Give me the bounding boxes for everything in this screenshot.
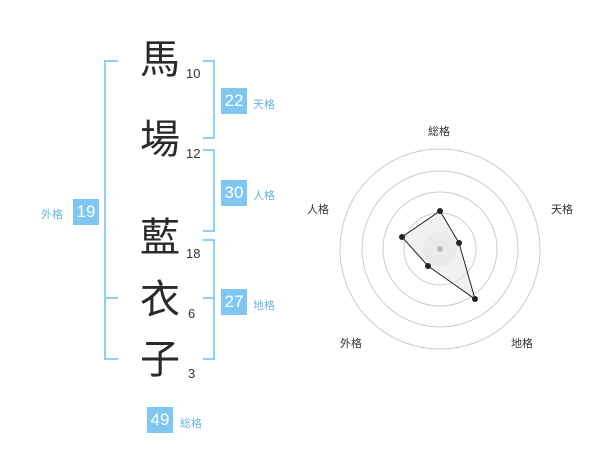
radar-label-soukaku: 総格 xyxy=(428,125,450,138)
gaikaku-bracket xyxy=(104,60,118,360)
radar-ring-3 xyxy=(361,170,519,328)
radar-point-chikaku xyxy=(472,296,478,302)
stroke-count-2: 12 xyxy=(186,146,201,161)
tenkaku-bracket xyxy=(203,60,215,139)
tenkaku-label: 天格 xyxy=(253,98,275,111)
radar-label-chikaku: 地格 xyxy=(511,337,533,350)
radar-point-soukaku xyxy=(437,208,443,214)
name-char-4: 衣 xyxy=(140,277,180,323)
radar-point-jinkaku xyxy=(399,234,405,240)
chikaku-bracket xyxy=(203,239,215,360)
chikaku-badge: 27 xyxy=(221,289,247,315)
radar-shape xyxy=(401,210,476,301)
radar-center-dot xyxy=(437,246,443,252)
jinkaku-label: 人格 xyxy=(253,189,275,202)
gaikaku-badge: 19 xyxy=(73,199,99,225)
stroke-count-3: 18 xyxy=(186,246,201,261)
name-char-2: 場 xyxy=(140,117,180,163)
tenkaku-badge: 22 xyxy=(221,88,247,114)
radar-point-gaikaku xyxy=(425,263,431,269)
jinkaku-badge: 30 xyxy=(221,180,247,206)
radar-label-jinkaku: 人格 xyxy=(307,203,329,216)
radar-ring-4 xyxy=(339,148,541,350)
stroke-count-1: 10 xyxy=(186,66,201,81)
stroke-count-5: 3 xyxy=(188,366,196,381)
name-char-3: 藍 xyxy=(140,215,180,261)
radar-ring-2 xyxy=(382,191,498,307)
jinkaku-bracket xyxy=(203,149,215,232)
radar-point-tenkaku xyxy=(456,240,462,246)
soukaku-label: 総格 xyxy=(180,417,202,430)
name-char-1: 馬 xyxy=(140,37,180,83)
gaikaku-label: 外格 xyxy=(41,208,63,221)
name-char-5: 子 xyxy=(140,337,180,383)
chikaku-label: 地格 xyxy=(253,299,275,312)
radar-label-tenkaku: 天格 xyxy=(551,203,573,216)
radar-label-gaikaku: 外格 xyxy=(340,337,362,350)
soukaku-badge: 49 xyxy=(147,407,173,433)
stroke-count-4: 6 xyxy=(188,306,196,321)
